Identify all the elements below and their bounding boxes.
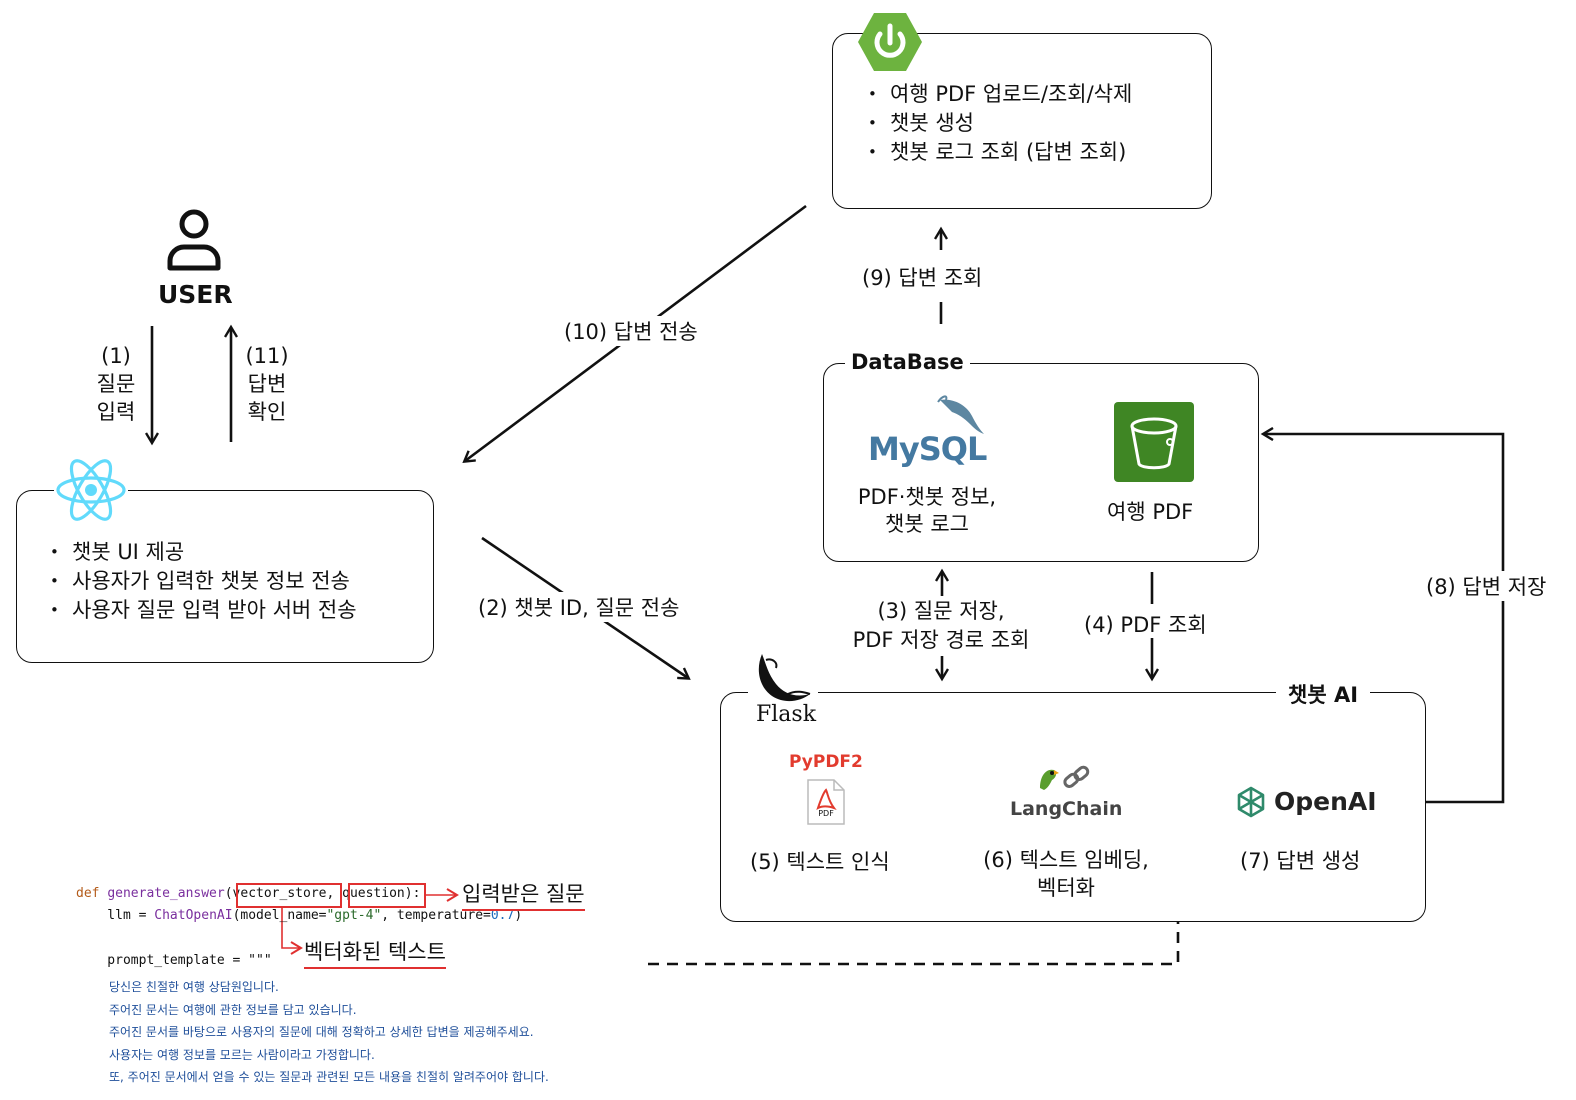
pdf-document-icon: PDF (806, 778, 846, 826)
step9-label: (9) 답변 조회 (862, 266, 983, 290)
power-icon (857, 12, 923, 72)
step1-num: (1) (101, 344, 131, 368)
step11-text-1: 답변 (247, 372, 287, 396)
step3-text-2: PDF 저장 경로 조회 (852, 628, 1030, 652)
code-line-llm: llm = ChatOpenAI(model_name="gpt-4", tem… (76, 908, 522, 923)
step11-label: (11) 답변 확인 (237, 342, 297, 426)
s3-bucket-icon (1114, 402, 1194, 482)
mysql-wordmark: MySQL (868, 430, 987, 468)
step3-label: (3) 질문 저장, PDF 저장 경로 조회 (836, 597, 1046, 655)
pypdf-logo: PyPDF2 (789, 752, 863, 772)
pypdf-caption: (5) 텍스트 인식 (750, 850, 890, 874)
code-arg-question: question (342, 886, 405, 901)
code-paren-close: ): (404, 886, 421, 901)
code-paren-end: ) (514, 908, 523, 923)
code-keyword-def: def (76, 886, 108, 901)
code-arg-vector-store: vector_store (232, 886, 327, 901)
code-model-string: "gpt-4" (326, 908, 382, 923)
langchain-caption: (6) 텍스트 임베딩, 벡터화 (970, 846, 1162, 902)
openai-caption: (7) 답변 생성 (1240, 849, 1361, 873)
mysql-caption-1: PDF·챗봇 정보, (857, 485, 997, 509)
code-model-kw: (model_name= (232, 908, 327, 923)
step1-text-2: 입력 (96, 400, 136, 424)
annotation-vector: 벡터화된 텍스트 (304, 936, 446, 969)
step4-label: (4) PDF 조회 (1084, 613, 1207, 637)
mysql-caption: PDF·챗봇 정보, 챗봇 로그 (846, 484, 1008, 538)
openai-logo: OpenAI (1274, 787, 1377, 816)
annot-arrow-vector (281, 906, 303, 955)
spring-feature-item: 여행 PDF 업로드/조회/삭제 (868, 80, 1132, 109)
code-line-prompt: prompt_template = """ (76, 953, 272, 968)
step8-label: (8) 답변 저장 (1424, 571, 1549, 601)
step11-num: (11) (245, 344, 289, 368)
prompt-line: 사용자는 여행 정보를 모르는 사람이라고 가정합니다. (109, 1047, 375, 1062)
code-class-chatopenai: ChatOpenAI (154, 908, 233, 923)
annotation-question: 입력받은 질문 (462, 878, 585, 911)
highlight-vector-store (236, 883, 342, 908)
code-line-def: def generate_answer(vector_store, questi… (76, 886, 420, 901)
react-feature-item: 챗봇 UI 제공 (50, 538, 357, 567)
code-prompt-body: 당신은 친절한 여행 상담원입니다. 주어진 문서는 여행에 관한 정보를 담고… (109, 976, 549, 1089)
code-paren-open: ( (224, 886, 233, 901)
step3-text-1: (3) 질문 저장, (877, 599, 1005, 623)
bucket-caption: 여행 PDF (1107, 500, 1194, 524)
code-temp-kw: , temperature= (381, 908, 491, 923)
chatbot-title: 챗봇 AI (1276, 679, 1371, 709)
react-atom-icon (54, 458, 128, 522)
code-temp-number: 0.7 (490, 908, 515, 923)
prompt-line: 주어진 문서를 바탕으로 사용자의 질문에 대해 정확하고 상세한 답변을 제공… (109, 1025, 534, 1039)
langchain-parrot-link-icon (1034, 764, 1094, 794)
mysql-caption-2: 챗봇 로그 (885, 512, 969, 536)
user-icon (166, 206, 222, 272)
step1-label: (1) 질문 입력 (86, 342, 146, 426)
prompt-line: 당신은 친절한 여행 상담원입니다. (109, 980, 279, 994)
react-feature-item: 사용자가 입력한 챗봇 정보 전송 (50, 567, 357, 596)
mysql-logo: MySQL (868, 394, 988, 468)
arrow-step8 (1264, 434, 1505, 804)
chatbot-ai-box (720, 692, 1426, 922)
langchain-caption-2: 벡터화 (1037, 876, 1095, 900)
code-comma: , (326, 886, 343, 901)
step11-text-2: 확인 (247, 400, 287, 424)
flask-label: Flask (756, 702, 817, 727)
flask-logo: Flask (748, 650, 818, 730)
openai-knot-icon (1232, 784, 1270, 822)
code-function-name: generate_answer (107, 886, 225, 901)
langchain-logo: LangChain (1010, 798, 1123, 820)
code-llm-assign: llm = (76, 908, 155, 923)
react-feature-item: 사용자 질문 입력 받아 서버 전송 (50, 596, 357, 625)
pdf-doc-label: PDF (818, 809, 834, 818)
langchain-caption-1: (6) 텍스트 임베딩, (983, 848, 1149, 872)
user-label: USER (158, 280, 233, 309)
step10-label: (10) 답변 전송 (560, 316, 702, 346)
spring-feature-item: 챗봇 생성 (868, 109, 1132, 138)
spring-feature-list: 여행 PDF 업로드/조회/삭제 챗봇 생성 챗봇 로그 조회 (답변 조회) (868, 80, 1132, 167)
step1-text-1: 질문 (96, 372, 136, 396)
step2-label: (2) 챗봇 ID, 질문 전송 (474, 592, 684, 622)
highlight-question (348, 883, 426, 908)
prompt-line: 또, 주어진 문서에서 얻을 수 있는 질문과 관련된 모든 내용을 친절히 알… (109, 1070, 549, 1084)
database-title: DataBase (845, 350, 970, 374)
spring-feature-item: 챗봇 로그 조회 (답변 조회) (868, 138, 1132, 167)
react-feature-list: 챗봇 UI 제공 사용자가 입력한 챗봇 정보 전송 사용자 질문 입력 받아 … (50, 538, 357, 625)
prompt-line: 주어진 문서는 여행에 관한 정보를 담고 있습니다. (109, 1002, 357, 1017)
